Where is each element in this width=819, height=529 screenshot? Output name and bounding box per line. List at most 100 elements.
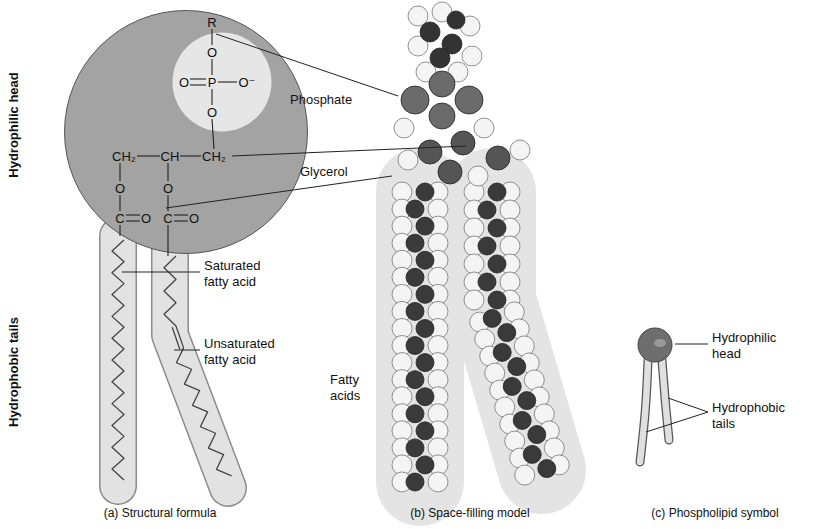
chemical-bond	[174, 220, 188, 221]
heavy-atom	[447, 11, 465, 29]
heavy-atom	[406, 337, 424, 355]
heavy-atom	[416, 217, 434, 235]
panel-caption: (c) Phospholipid symbol	[651, 506, 778, 520]
heavy-atom	[451, 131, 475, 155]
hydrogen-atom	[474, 118, 494, 138]
chemical-bond	[126, 214, 140, 215]
carbon-chain	[172, 327, 180, 349]
atom-symbol: C	[115, 212, 124, 225]
hydrogen-atom	[500, 200, 520, 220]
chemical-bond	[119, 225, 120, 236]
symbol-head	[638, 328, 672, 362]
panel-caption: (a) Structural formula	[104, 506, 217, 520]
part-label: Fatty acids	[330, 372, 376, 403]
chemical-bond	[211, 29, 212, 45]
leader-line	[174, 350, 200, 351]
chemical-bond	[211, 89, 212, 105]
chemical-bond	[190, 78, 206, 79]
heavy-atom	[406, 200, 424, 218]
chemical-bond	[167, 225, 168, 256]
leader-line	[675, 344, 708, 345]
heavy-atom	[488, 219, 506, 237]
heavy-atom	[508, 358, 526, 376]
heavy-atom	[486, 146, 510, 170]
leader-line	[122, 272, 200, 273]
chemical-bond	[180, 155, 201, 156]
heavy-atom	[483, 309, 501, 327]
atom-symbol: C	[163, 212, 172, 225]
heavy-atom	[416, 422, 434, 440]
heavy-atom	[406, 234, 424, 252]
heavy-atom	[416, 183, 434, 201]
part-label: Glycerol	[300, 164, 380, 180]
heavy-atom	[418, 140, 442, 164]
leader-line	[646, 412, 708, 432]
heavy-atom	[429, 71, 455, 97]
atom-symbol: CH₂	[112, 150, 136, 163]
heavy-atom	[503, 377, 521, 395]
hydrogen-atom	[398, 150, 418, 170]
heavy-atom	[528, 426, 546, 444]
atom-symbol: CH	[161, 150, 180, 163]
chemical-bond	[218, 81, 237, 82]
symbol-tail-outline	[662, 360, 669, 440]
part-label: Unsaturated fatty acid	[204, 336, 286, 367]
hydrogen-atom	[462, 46, 482, 66]
atom-symbol: O	[141, 212, 151, 225]
heavy-atom	[406, 473, 424, 491]
heavy-atom	[406, 439, 424, 457]
atom-symbol: O	[189, 212, 199, 225]
symbol-tail	[640, 360, 648, 462]
heavy-atom	[401, 86, 429, 114]
atom-symbol: CH₂	[202, 150, 226, 163]
part-label: Saturated fatty acid	[204, 258, 276, 289]
leader-line	[232, 146, 466, 156]
hydrogen-atom	[500, 272, 520, 292]
heavy-atom	[523, 445, 541, 463]
heavy-atom	[416, 354, 434, 372]
symbol-tail	[662, 360, 669, 440]
heavy-atom	[498, 324, 516, 342]
hydrogen-atom	[515, 465, 535, 485]
atom-symbol: O⁻	[239, 76, 256, 89]
panel-caption: (b) Space-filling model	[410, 506, 529, 520]
fatty-acid-tail	[101, 236, 136, 486]
heavy-atom	[406, 268, 424, 286]
leader-line	[216, 34, 398, 96]
chemical-bond	[119, 195, 120, 211]
fatty-acid-tail-outline	[99, 236, 137, 486]
heavy-atom	[478, 237, 496, 255]
heavy-atom	[406, 405, 424, 423]
heavy-atom	[478, 273, 496, 291]
atom-symbol: O	[179, 76, 189, 89]
hydrogen-atom	[464, 254, 484, 274]
heavy-atom	[406, 371, 424, 389]
atom-symbol: O	[207, 46, 217, 59]
hydrogen-atom	[464, 218, 484, 238]
chemical-bond	[212, 119, 214, 149]
hydrogen-atom	[510, 140, 530, 160]
carbon-chain	[164, 256, 176, 326]
heavy-atom	[488, 255, 506, 273]
heavy-atom	[438, 160, 462, 184]
hydrophilic-head-circle: RCH₂CHCH₂OOCOCOOOPO⁻O	[64, 10, 308, 254]
atom-symbol: R	[207, 16, 216, 29]
heavy-atom	[518, 392, 536, 410]
atom-symbol: O	[115, 182, 125, 195]
vertical-label: Hydrophilic head	[6, 72, 22, 177]
heavy-atom	[493, 343, 511, 361]
heavy-atom	[416, 456, 434, 474]
chemical-bond	[167, 163, 168, 181]
chemical-bond	[137, 155, 160, 156]
heavy-atom	[420, 22, 440, 42]
heavy-atom	[478, 201, 496, 219]
part-label: Hydrophobic tails	[712, 400, 802, 431]
leader-line	[166, 176, 392, 208]
chemical-bond	[211, 59, 212, 75]
chemical-bond	[119, 163, 120, 181]
atom-symbol: O	[163, 182, 173, 195]
heavy-atom	[416, 388, 434, 406]
chemical-bond	[167, 195, 168, 211]
